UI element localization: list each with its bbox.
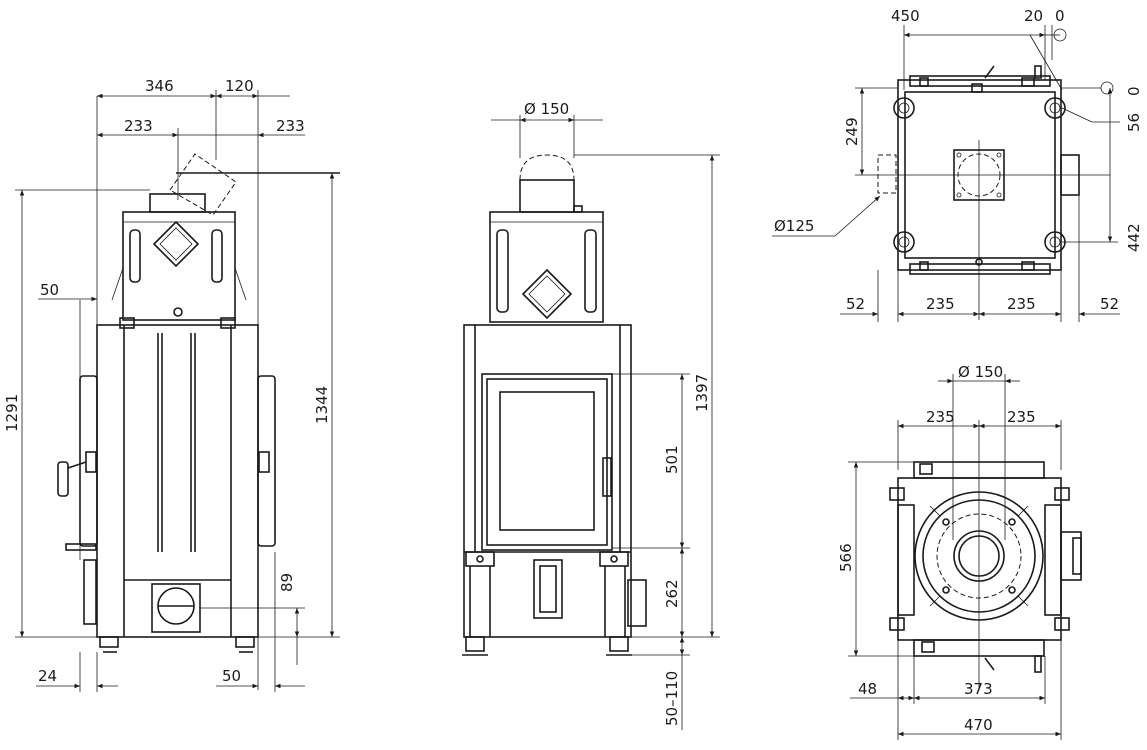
side-view: Ø 150 1397 501 262 50–110 (462, 100, 720, 730)
dim-bottom-dia-150: Ø 150 (958, 363, 1003, 381)
dim-top-235-left: 235 (926, 295, 955, 313)
dim-top-249: 249 (843, 117, 861, 146)
dim-top-235-right: 235 (1007, 295, 1036, 313)
bottom-view: Ø 150 235 235 566 48 373 470 (837, 363, 1082, 740)
dim-top-56: 56 (1125, 113, 1143, 132)
dim-top-52-right: 52 (1100, 295, 1119, 313)
front-view: 346 120 233 233 50 1291 1344 89 24 50 (3, 77, 340, 692)
dim-side-1397: 1397 (693, 374, 711, 412)
dim-top-0: 0 (1055, 7, 1065, 25)
dim-top-0-right: 0 (1125, 86, 1143, 96)
dim-front-233-right: 233 (276, 117, 305, 135)
dim-side-50-110: 50–110 (663, 671, 681, 726)
dim-bottom-48: 48 (858, 680, 877, 698)
dim-front-1291: 1291 (3, 394, 21, 432)
dim-front-50-left: 50 (40, 281, 59, 299)
dim-side-501: 501 (663, 445, 681, 474)
dim-bottom-566: 566 (837, 543, 855, 572)
dim-side-262: 262 (663, 579, 681, 608)
dim-front-233-left: 233 (124, 117, 153, 135)
dim-front-89: 89 (278, 573, 296, 592)
dim-bottom-235-right: 235 (1007, 408, 1036, 426)
dim-bottom-235-left: 235 (926, 408, 955, 426)
dim-front-50-bottom: 50 (222, 667, 241, 685)
dim-side-dia-150: Ø 150 (524, 100, 569, 118)
dim-top-52-left: 52 (846, 295, 865, 313)
dim-top-442: 442 (1125, 223, 1143, 252)
dim-top-20: 20 (1024, 7, 1043, 25)
dim-front-346: 346 (145, 77, 174, 95)
top-view: 450 20 0 0 56 249 442 Ø125 52 235 235 52 (772, 7, 1143, 322)
dim-bottom-373: 373 (964, 680, 993, 698)
dim-top-dia-125: Ø125 (774, 217, 814, 235)
dim-front-24: 24 (38, 667, 57, 685)
dim-front-1344: 1344 (313, 386, 331, 424)
dim-top-450: 450 (891, 7, 920, 25)
dim-front-120: 120 (225, 77, 254, 95)
dim-bottom-470: 470 (964, 716, 993, 734)
